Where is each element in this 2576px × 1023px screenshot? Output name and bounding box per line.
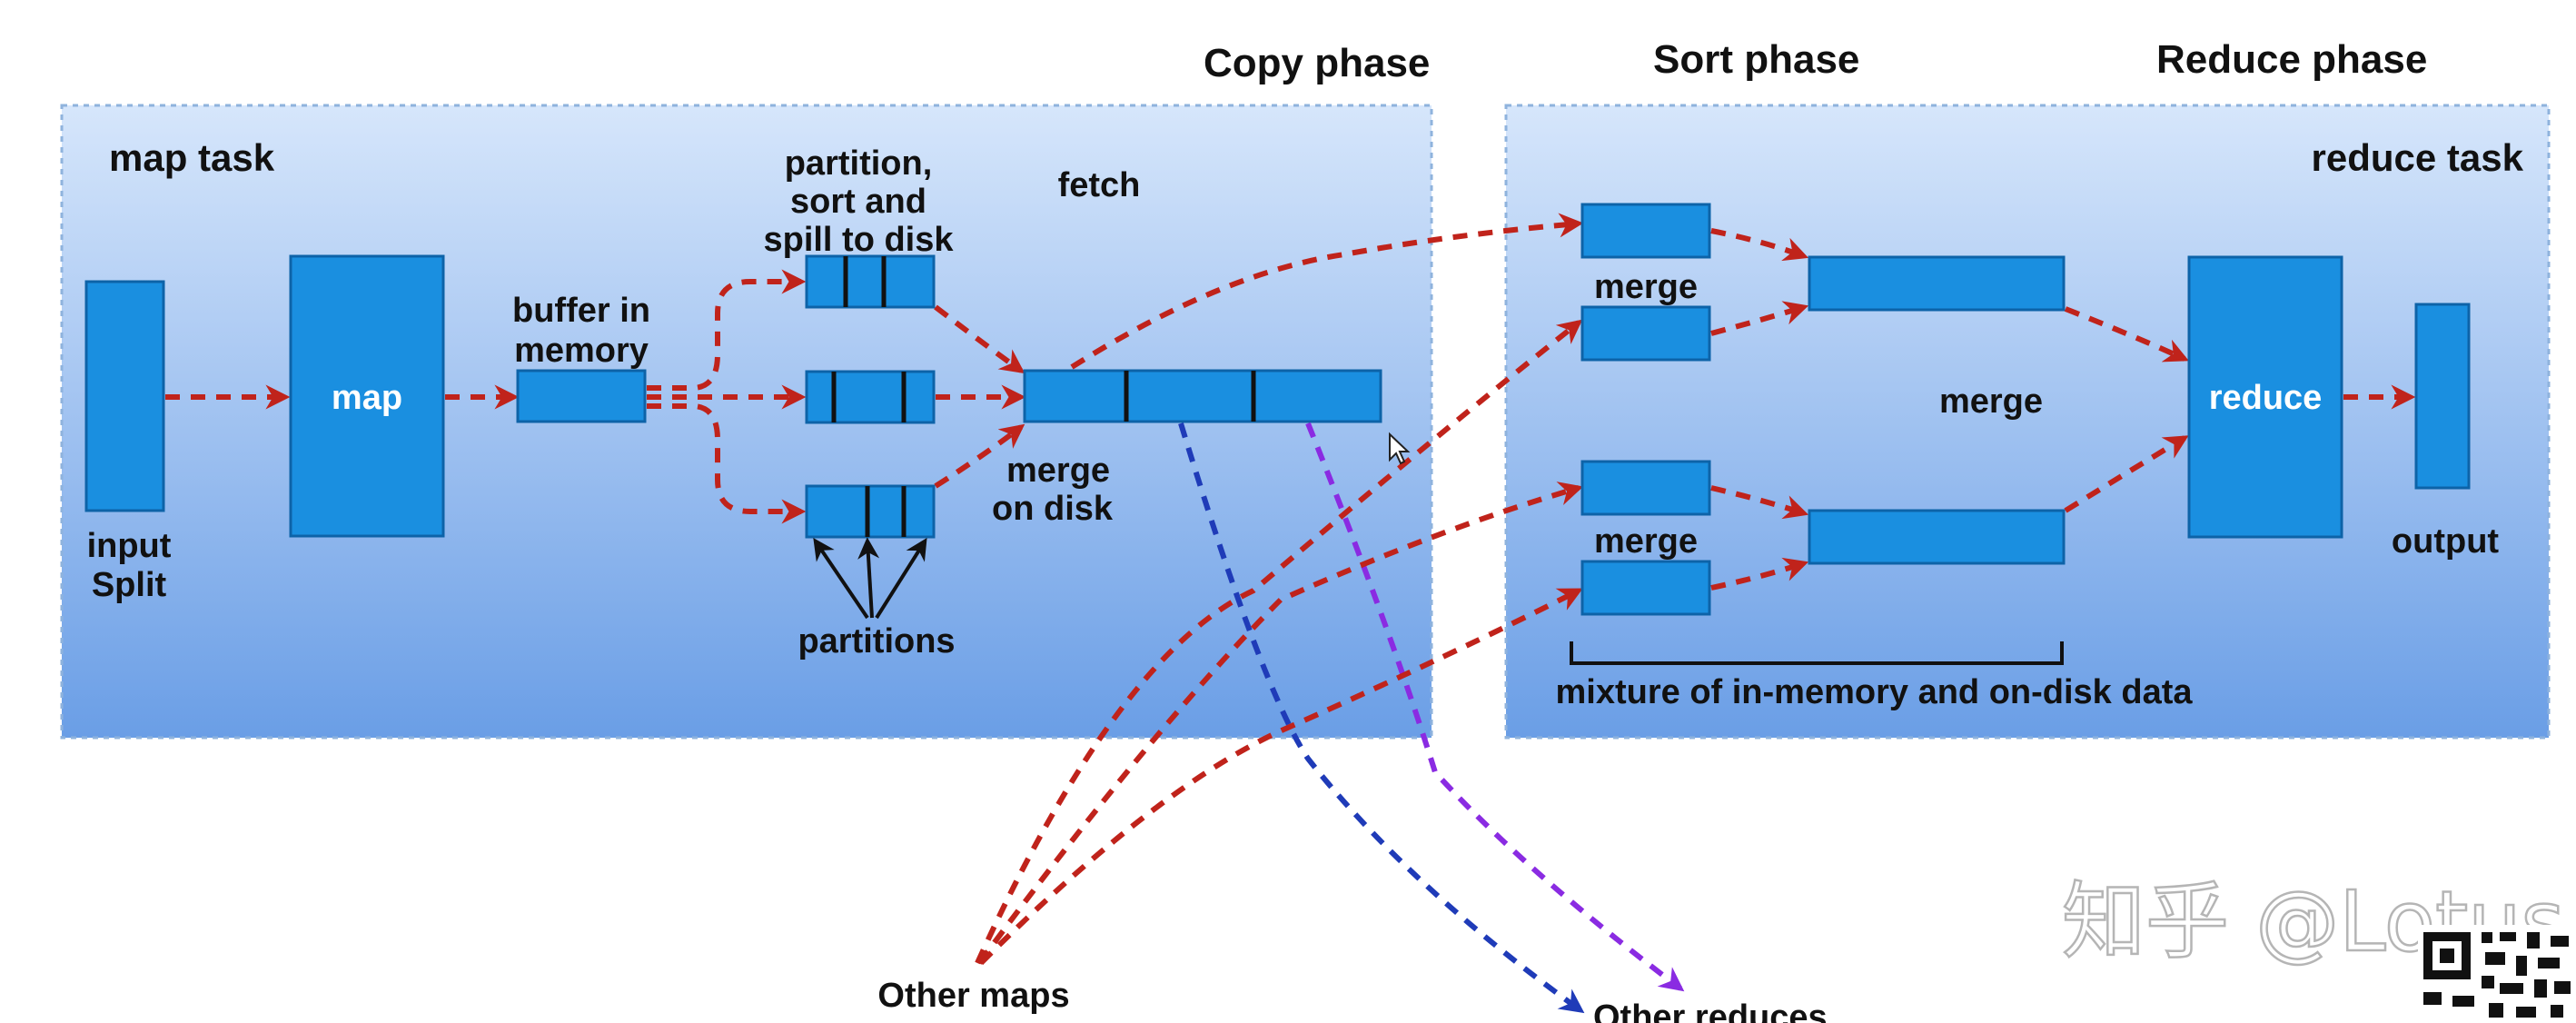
other-reduces-label: Other reduces	[1593, 998, 1828, 1023]
merge-arrow	[1710, 228, 1809, 262]
mixture-label: mixture of in-memory and on-disk data	[1556, 673, 2194, 711]
map-box	[289, 254, 445, 538]
buffer-to-spill-top-arrow	[647, 269, 807, 391]
merge-arrow	[1710, 485, 1809, 520]
buffer-box	[516, 369, 647, 423]
spill-label-line1: partition,	[785, 144, 933, 183]
input-split-box	[84, 280, 165, 512]
map-label: map	[332, 379, 402, 417]
merge-on-disk-line2: on disk	[992, 490, 1114, 528]
partition-pointer-arrow	[813, 538, 869, 620]
merge-bottom-label: merge	[1594, 522, 1698, 561]
mixture-bracket	[1570, 641, 2064, 665]
other-maps-label: Other maps	[877, 977, 1069, 1015]
to-other-reduces-blue-arrow	[1178, 422, 1585, 1014]
merged-segment-bottom	[1808, 509, 2066, 565]
buffer-to-spill-bottom-arrow	[647, 403, 807, 524]
partitions-label: partitions	[798, 622, 955, 660]
output-box	[2414, 303, 2471, 490]
reduce-input-segment	[1580, 203, 1711, 259]
spill-bottom-to-merge-arrow	[934, 423, 1025, 489]
sort-phase-label: Sort phase	[1653, 37, 1859, 82]
qr-code-icon	[2418, 925, 2576, 1023]
spill-top-to-merge-arrow	[934, 304, 1025, 374]
spill-file-bottom	[805, 484, 936, 539]
merge-top-label: merge	[1594, 268, 1698, 306]
split-label: Split	[92, 566, 167, 604]
buffer-label-line1: buffer in	[512, 292, 650, 330]
merged-map-output-box	[1023, 369, 1382, 423]
reduce-box	[2187, 255, 2343, 539]
reduce-input-segment	[1580, 305, 1711, 362]
other-maps-arrow	[975, 319, 1583, 965]
reduce-phase-label: Reduce phase	[2156, 37, 2427, 82]
reduce-input-segment	[1580, 460, 1711, 516]
merge-center-label: merge	[1939, 382, 2043, 421]
partition-pointer-arrow	[857, 537, 880, 619]
spill-label-line2: sort and	[790, 183, 926, 221]
reduce-task-panel	[1504, 104, 2551, 740]
reduce-input-segment	[1580, 560, 1711, 616]
other-maps-arrow	[978, 588, 1583, 966]
spill-file-top	[805, 254, 936, 309]
merge-on-disk-line1: merge	[1006, 452, 1110, 490]
fetch-label: fetch	[1058, 166, 1141, 204]
map-task-title: map task	[109, 136, 275, 179]
merged-segment-top	[1808, 255, 2066, 312]
input-label: input	[87, 527, 172, 565]
output-label: output	[2392, 522, 2500, 561]
reduce-label: reduce	[2209, 379, 2323, 417]
copy-phase-label: Copy phase	[1204, 41, 1430, 85]
merge-arrow	[1710, 301, 1809, 336]
partition-pointer-arrow	[875, 537, 927, 620]
spill-label-line3: spill to disk	[763, 221, 954, 259]
reduce-task-title: reduce task	[2312, 136, 2524, 179]
merge-arrow	[1710, 557, 1809, 591]
other-maps-arrow	[976, 482, 1584, 965]
mouse-cursor-icon	[1389, 432, 1411, 465]
spill-file-middle	[805, 370, 936, 424]
buffer-label-line2: memory	[514, 332, 649, 370]
